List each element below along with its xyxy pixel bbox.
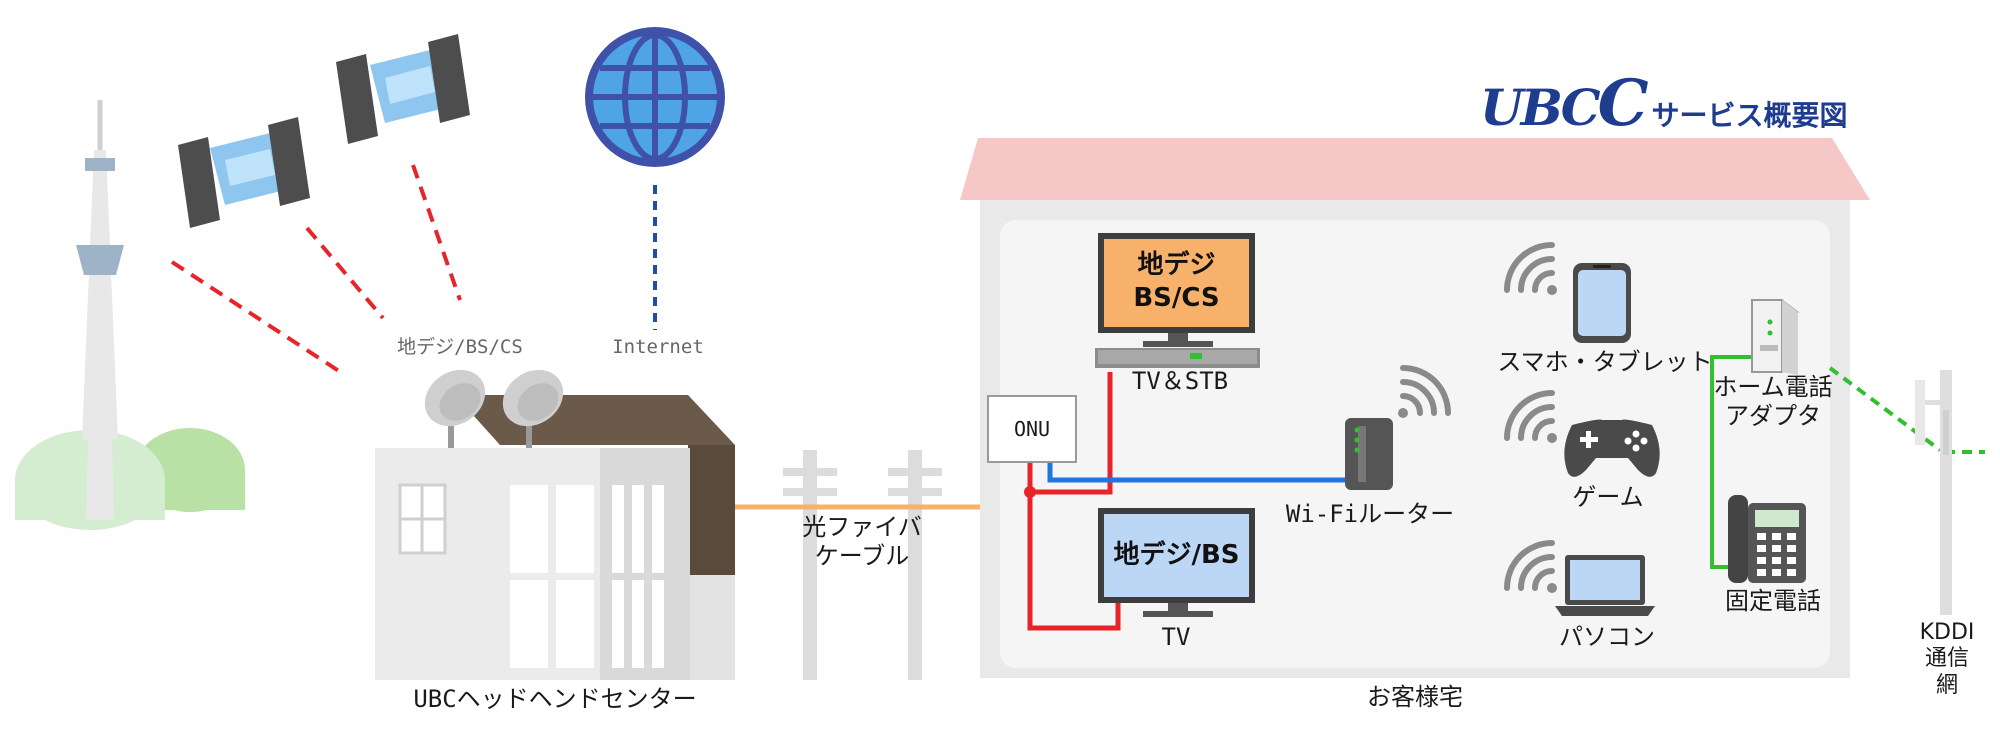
splitter-dot [1024, 486, 1036, 498]
internet-label: Internet [612, 336, 704, 358]
gamepad-icon [1564, 419, 1660, 477]
lan-line [1047, 462, 1345, 483]
router-icon [1345, 418, 1393, 490]
fiber-label: 光ファイバ ケーブル [802, 513, 922, 570]
satellite-icon [336, 34, 470, 144]
smartphone-icon [1573, 263, 1631, 343]
tv-icon [1098, 508, 1255, 617]
head-end-label: UBCヘッドヘンドセンター [413, 685, 697, 713]
tv-icon [1098, 233, 1255, 347]
onu-box [987, 395, 1077, 463]
customer-home-label: お客様宅 [1367, 683, 1463, 711]
antenna-pole-icon [1915, 370, 1952, 615]
game-label: ゲーム [1572, 483, 1644, 511]
hills [15, 428, 245, 530]
page-title: サービス概要図 [1651, 99, 1848, 132]
fixed-phone-label: 固定電話 [1725, 587, 1821, 615]
kddi-label: KDDI 通信網 [1919, 620, 1975, 698]
tv-screen-text: 地デジ/BS [1113, 540, 1240, 570]
wifi-icon [1504, 242, 1557, 295]
service-title: UBCC サービス概要図 [1480, 66, 1848, 141]
wifi-icon [1504, 390, 1557, 443]
kddi-link [1828, 366, 1985, 454]
broadcast-label: 地デジ/BS/CS [397, 336, 523, 358]
laptop-icon [1555, 555, 1655, 616]
tv-stb-screen-text: 地デジ BS/CS [1133, 250, 1220, 313]
onu-label: ONU [1013, 417, 1051, 441]
fiber-cable [735, 462, 1015, 510]
dish-icon [502, 369, 564, 448]
dish-icon [424, 369, 486, 448]
stb-icon [1095, 348, 1260, 368]
pc-label: パソコン [1559, 623, 1655, 651]
satellite-icon [178, 117, 310, 228]
wifi-icon [1398, 365, 1451, 418]
building-icon [375, 395, 735, 680]
adapter-icon [1750, 299, 1800, 375]
wifi-icon [1504, 540, 1557, 593]
phone-icon [1728, 495, 1806, 583]
broadcast-signals [170, 164, 462, 377]
tower-icon [76, 100, 124, 520]
coax-lines [1027, 372, 1121, 631]
phone-line [1710, 355, 1760, 569]
tv-stb-label: TV＆STB [1131, 367, 1229, 395]
wifi-router-label: Wi-Fiルーター [1285, 500, 1455, 528]
globe-icon [585, 27, 725, 167]
ubc-logo: UBCC [1480, 66, 1649, 141]
home-phone-adapter-label: ホーム電話 アダプタ [1713, 373, 1833, 430]
smartphone-label: スマホ・タブレット [1497, 348, 1713, 376]
tv-label: TV [1161, 623, 1191, 651]
